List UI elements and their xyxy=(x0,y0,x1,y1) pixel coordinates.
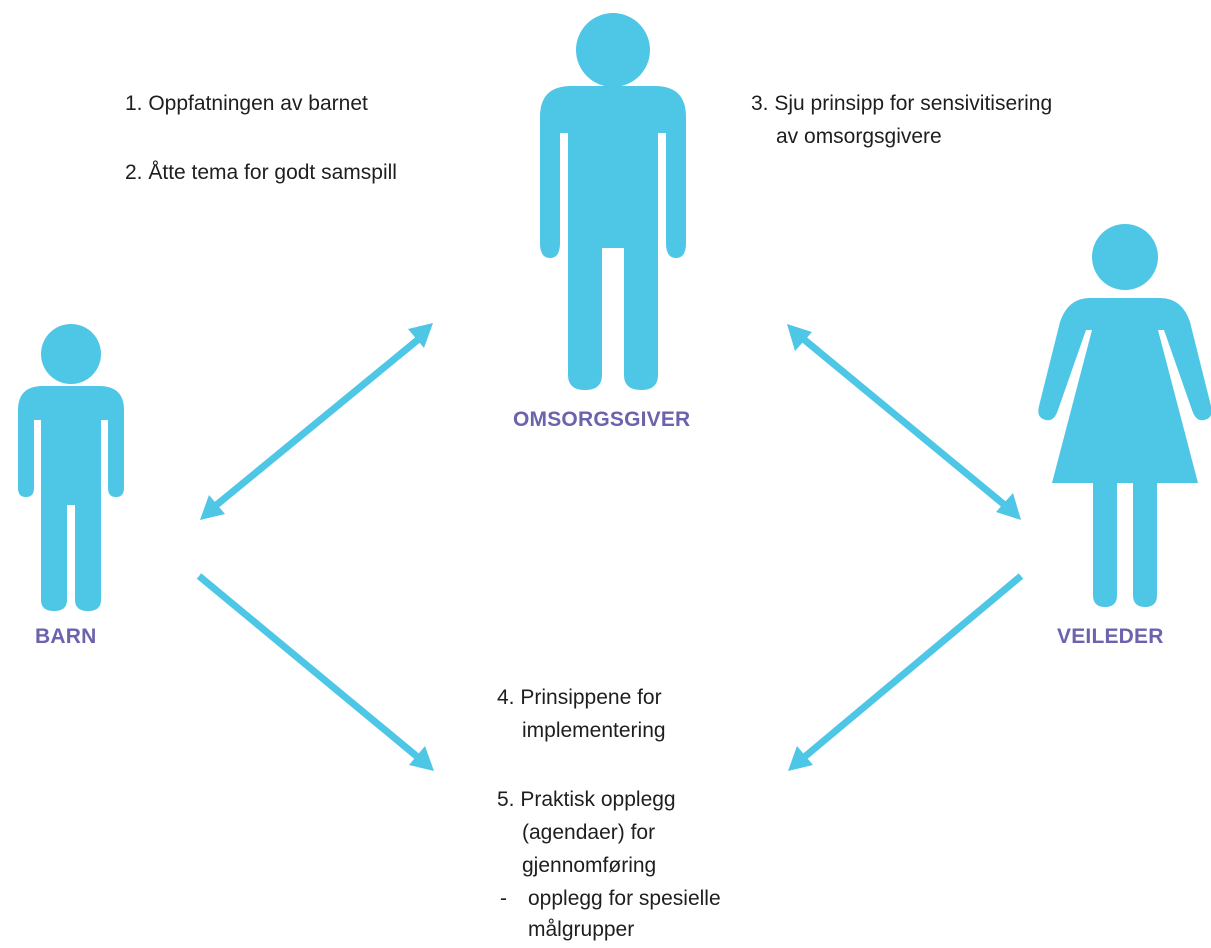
topic-3-line-1: 3. Sju prinsipp for sensivitisering xyxy=(751,92,1053,115)
topic-5-sub-dash: - xyxy=(500,887,507,910)
topic-1: 1. Oppfatningen av barnet xyxy=(125,92,368,115)
role-label-caregiver: OMSORGSGIVER xyxy=(513,408,691,431)
role-label-child: BARN xyxy=(35,625,97,648)
topic-5-line-3: gjennomføring xyxy=(522,854,657,877)
topic-5-sub-line-1: opplegg for spesielle xyxy=(528,887,721,910)
arrow-supervisor-implementation xyxy=(788,573,1024,771)
arrow-child-caregiver xyxy=(200,323,433,520)
arrow-child-implementation xyxy=(196,573,434,771)
topic-4-line-1: 4. Prinsippene for xyxy=(497,686,662,709)
topic-4-line-2: implementering xyxy=(522,719,666,742)
topic-5-line-2: (agendaer) for xyxy=(522,821,656,844)
arrow-caregiver-supervisor xyxy=(787,324,1021,520)
topic-5-line-1: 5. Praktisk opplegg xyxy=(497,788,676,811)
topic-5-sub-line-2: målgrupper xyxy=(528,918,635,941)
topic-2: 2. Åtte tema for godt samspill xyxy=(125,161,397,184)
topic-3-line-2: av omsorgsgivere xyxy=(776,125,942,148)
role-label-supervisor: VEILEDER xyxy=(1057,625,1164,648)
